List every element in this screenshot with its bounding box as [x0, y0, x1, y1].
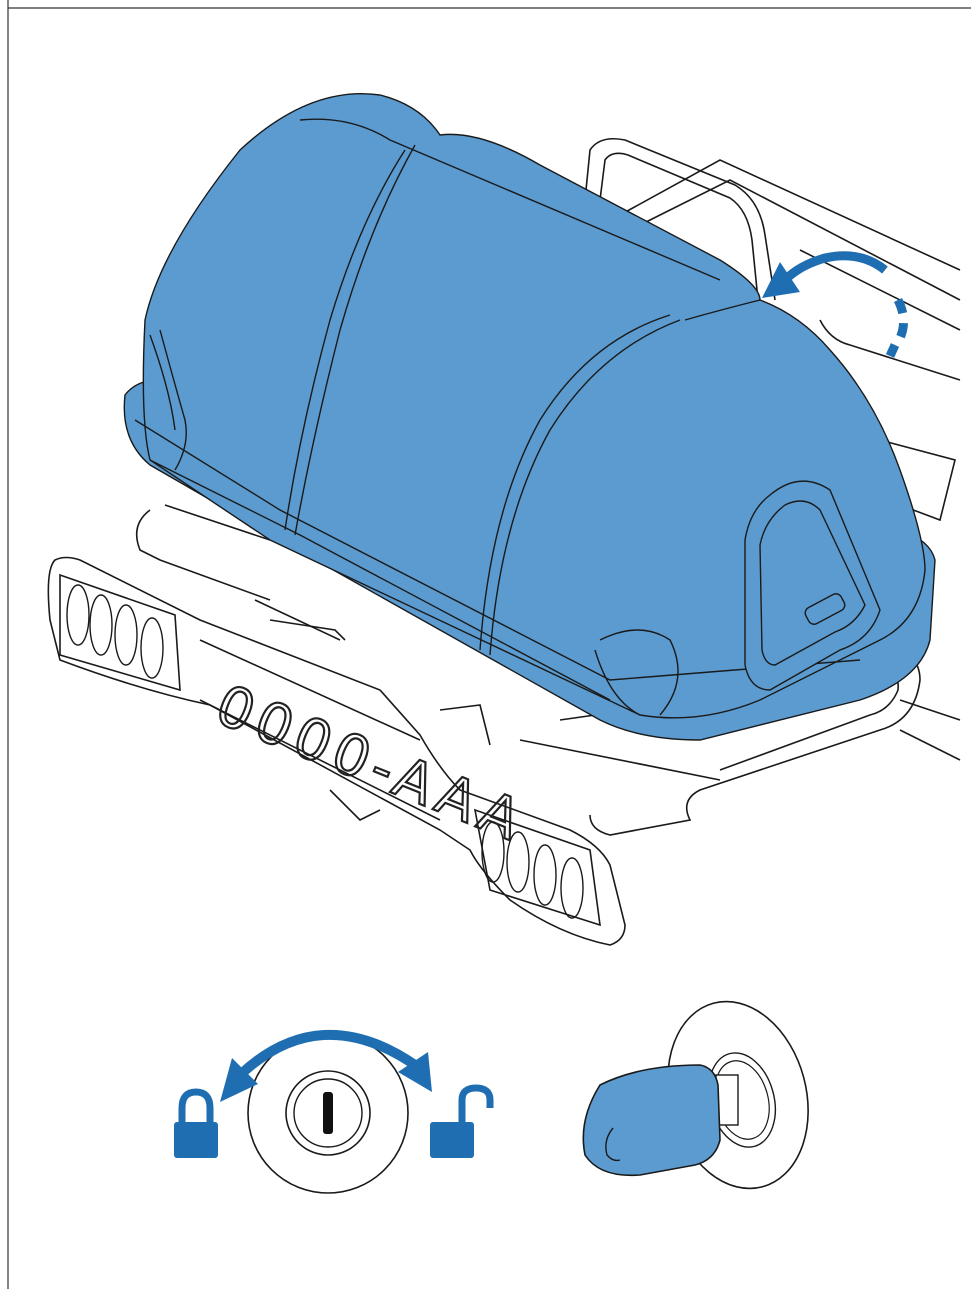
box-shell — [142, 92, 926, 719]
keyhole-slot — [323, 1092, 333, 1134]
key-icon — [582, 1064, 721, 1177]
padlock-open-icon — [430, 1084, 494, 1158]
box-handle-recess — [744, 480, 881, 691]
lock-rotation-symbol — [174, 1029, 494, 1194]
license-plate-light-bar — [47, 556, 626, 946]
roof-box — [123, 92, 936, 741]
curved-arrow-icon — [762, 251, 908, 358]
box-handle-grip — [804, 593, 846, 625]
padlock-closed-icon — [174, 1088, 218, 1158]
key-in-lock-symbol — [582, 1000, 809, 1190]
rotate-key-arrow-icon — [236, 1029, 418, 1079]
